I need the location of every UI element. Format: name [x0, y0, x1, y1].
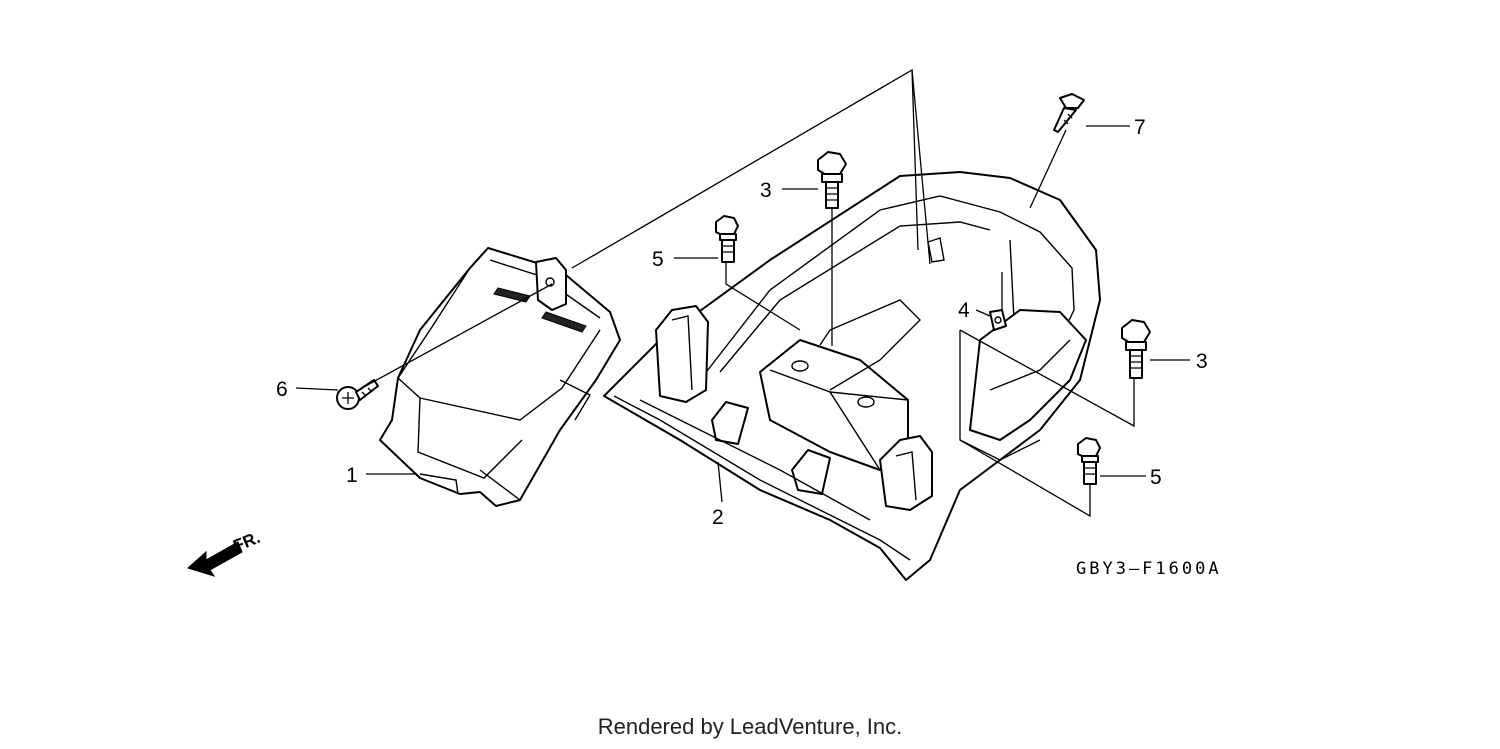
part-6-screw — [336, 379, 379, 410]
leader-lines — [295, 68, 1190, 518]
part-7-tapping-screw — [1053, 93, 1085, 133]
render-credit: Rendered by LeadVenture, Inc. — [597, 714, 903, 739]
part-3-bolt-top — [817, 151, 847, 209]
front-direction-label: FR. — [230, 528, 263, 556]
part-3-bolt-right — [1121, 319, 1151, 379]
front-direction-arrow-icon — [187, 541, 243, 577]
part-5-bolt-left — [715, 215, 739, 263]
callout-3-top: 3 — [760, 179, 772, 202]
callout-2: 2 — [712, 506, 724, 529]
callout-4: 4 — [958, 299, 970, 322]
diagram-code: GBY3–F1600A — [1076, 559, 1222, 579]
callout-5-left: 5 — [652, 248, 664, 271]
callout-6: 6 — [276, 378, 288, 401]
callout-1: 1 — [346, 464, 358, 487]
part-5-bolt-right — [1077, 437, 1101, 485]
part-4-clip-nut — [989, 309, 1007, 331]
callout-7: 7 — [1134, 116, 1146, 139]
part-2-under-cover — [603, 171, 1101, 581]
callout-5-right: 5 — [1150, 466, 1162, 489]
callout-3-right: 3 — [1196, 350, 1208, 373]
part-1-front-cover — [379, 247, 621, 507]
